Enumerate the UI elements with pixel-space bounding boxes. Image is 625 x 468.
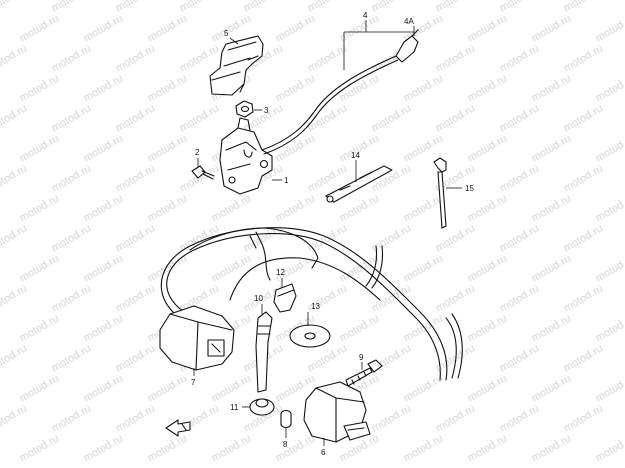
part-14-holder <box>325 165 393 203</box>
callout-1: 1 <box>284 176 289 185</box>
callout-9: 9 <box>359 353 364 362</box>
callout-15: 15 <box>465 184 474 193</box>
part-7-ignition-coil <box>159 305 235 371</box>
part-9-bolt <box>345 359 383 387</box>
part-5-cap <box>209 35 264 96</box>
callout-5: 5 <box>224 29 229 38</box>
callout-14: 14 <box>351 151 360 160</box>
front-arrow-icon <box>165 419 191 437</box>
callout-4: 4 <box>363 11 368 20</box>
callout-13: 13 <box>311 302 320 311</box>
part-1-pickup <box>219 117 273 195</box>
callout-labels: 4 4A 5 3 2 1 14 15 12 10 13 7 11 9 8 6 <box>191 11 474 457</box>
callout-4a: 4A <box>404 17 414 26</box>
part-15-clamp <box>433 157 447 229</box>
part-3-nut <box>235 100 254 118</box>
leader-lines <box>193 20 462 446</box>
callout-3: 3 <box>264 106 269 115</box>
part-6-ignition-coil <box>303 381 371 443</box>
part-4-lead-wire <box>261 29 419 155</box>
callout-12: 12 <box>276 268 285 277</box>
part-11-grommet <box>249 398 275 416</box>
callout-11: 11 <box>230 403 239 412</box>
callout-7: 7 <box>191 378 196 387</box>
part-13-cushion <box>289 324 331 348</box>
high-tension-cables <box>160 227 463 381</box>
part-8-spacer <box>280 409 292 428</box>
callout-10: 10 <box>254 294 263 303</box>
part-12-cap <box>273 283 297 313</box>
callout-6: 6 <box>321 448 326 457</box>
part-10-plug-boot <box>255 311 273 393</box>
part-2-screw <box>191 165 215 180</box>
callout-2: 2 <box>195 148 200 157</box>
callout-8: 8 <box>283 440 288 449</box>
